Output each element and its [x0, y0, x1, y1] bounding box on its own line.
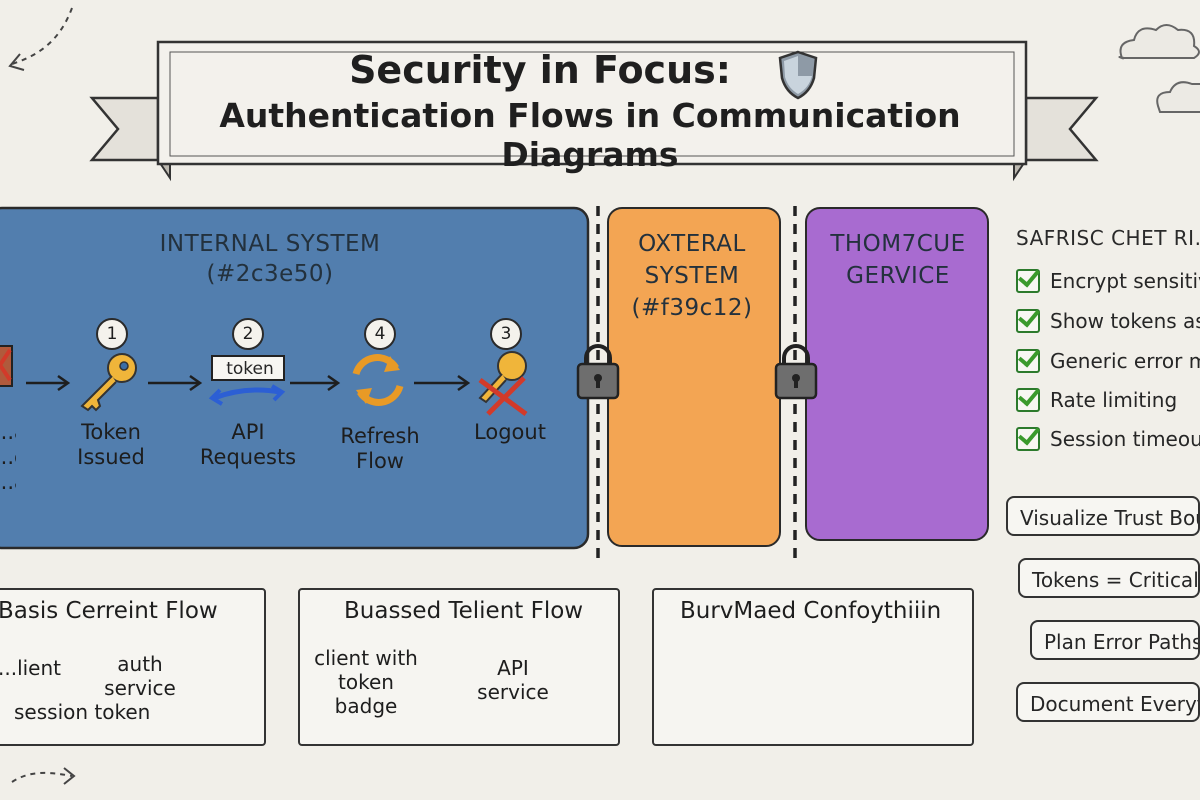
logout-icon: [478, 351, 528, 417]
external-system-color: (#f39c12): [631, 295, 753, 321]
step-label: API Requests: [199, 420, 297, 469]
flow-arrow: [26, 374, 471, 392]
flow-card-text: client with token badge: [314, 646, 418, 718]
third-party-label: THOM7CUE GERVICE: [830, 231, 966, 289]
principle-pill: Document Everyt...: [1016, 682, 1200, 722]
principle-pill: Tokens = Critical ...: [1018, 558, 1200, 598]
shield-icon: [778, 50, 818, 100]
lock-icon: [576, 344, 620, 400]
token-badge-label: token: [226, 359, 274, 379]
step-label: Token Issued: [77, 420, 145, 469]
internal-system-color: (#2c3e50): [206, 261, 334, 287]
lock-icon: [774, 344, 818, 400]
flow-card: [298, 588, 620, 746]
checklist-item[interactable]: Show tokens as...: [1016, 306, 1200, 336]
flow-card: [652, 588, 974, 746]
login-icon: [0, 345, 13, 387]
step-number: 3: [490, 318, 522, 350]
principle-pill: Plan Error Paths...: [1030, 620, 1200, 660]
flow-card-title: BurvMaed Confoythiiin: [680, 598, 942, 624]
checkbox-icon[interactable]: [1016, 308, 1040, 333]
internal-system-label: INTERNAL SYSTEM: [159, 231, 381, 257]
checklist-item[interactable]: Rate limiting: [1016, 385, 1177, 415]
refresh-icon: [352, 354, 404, 406]
flow-card-text: auth service: [104, 652, 176, 700]
step-number: 2: [232, 318, 264, 350]
step-label: ...aie ...e ...al: [0, 420, 16, 494]
key-icon: [80, 353, 137, 412]
cloud-icon: [1156, 81, 1200, 113]
page-title-line1: Security in Focus:: [349, 48, 731, 92]
page-title-line2: Authentication Flows in Communication Di…: [219, 96, 961, 174]
step-number: 1: [96, 318, 128, 350]
token-badge-icon: [208, 355, 286, 406]
cloud-icon: [1118, 24, 1200, 60]
step-label: Refresh Flow: [340, 424, 420, 473]
flow-card-text: API service: [477, 656, 549, 704]
principle-pill: Visualize Trust Bou...: [1006, 496, 1200, 536]
flow-card-text: session token: [14, 700, 151, 724]
title-banner: [89, 40, 1099, 182]
checklist-title: SAFRISC CHET RI...: [1016, 226, 1200, 250]
checkbox-icon[interactable]: [1016, 268, 1040, 293]
flow-card-title: Buassed Telient Flow: [344, 598, 584, 624]
corner-arrow: [11, 7, 73, 65]
step-number: 4: [364, 318, 396, 350]
flow-card: [0, 588, 266, 746]
checklist-item[interactable]: Session timeout...: [1016, 424, 1200, 454]
step-label: Logout: [474, 420, 546, 444]
checklist-item[interactable]: Encrypt sensitiv...: [1016, 266, 1200, 296]
checkbox-icon[interactable]: [1016, 387, 1040, 412]
bottom-arrow: [11, 771, 73, 783]
checkbox-icon[interactable]: [1016, 348, 1040, 373]
checklist-item[interactable]: Generic error m...: [1016, 346, 1200, 376]
corner-arrow-head: [8, 53, 25, 71]
flow-card-text: ...lient: [0, 656, 62, 680]
external-system-label: OXTERAL SYSTEM: [638, 231, 746, 289]
bottom-arrow-head: [63, 767, 76, 785]
checkbox-icon[interactable]: [1016, 426, 1040, 451]
flow-card-title: Basis Cerreint Flow: [0, 598, 218, 624]
